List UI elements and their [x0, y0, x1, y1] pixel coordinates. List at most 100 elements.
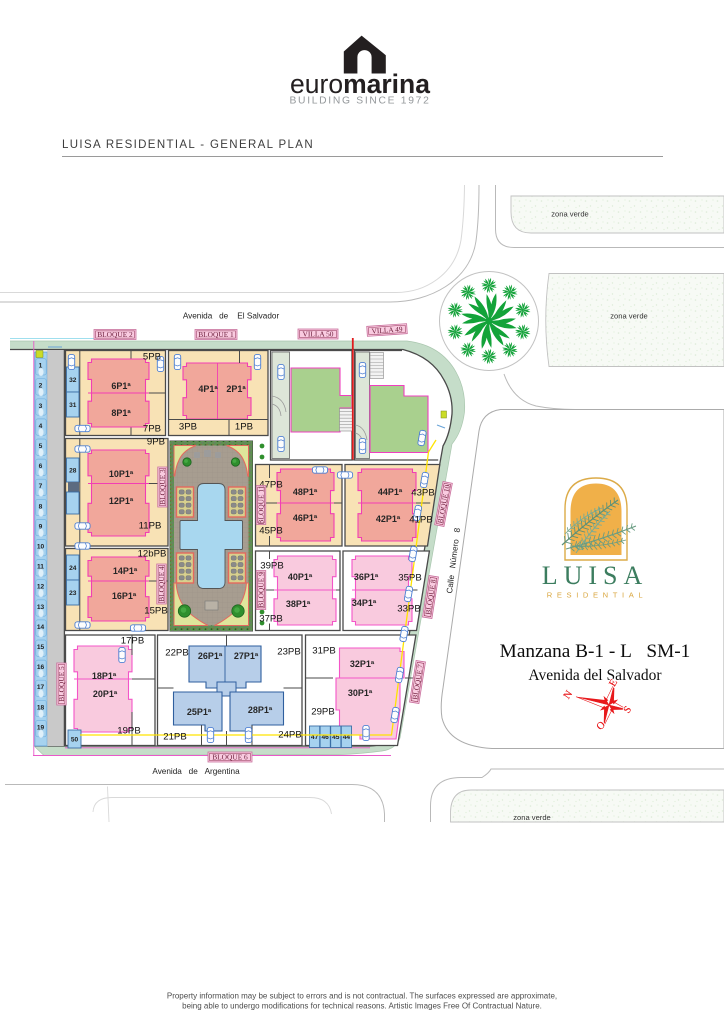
svg-text:10P1ª: 10P1ª [109, 469, 134, 479]
svg-text:Avenida del Salvador: Avenida del Salvador [528, 667, 662, 684]
svg-text:42P1ª: 42P1ª [376, 514, 401, 524]
svg-text:28: 28 [69, 467, 77, 474]
svg-text:being able to undergo modifica: being able to undergo modifications for … [182, 1002, 542, 1011]
svg-text:32: 32 [69, 377, 77, 384]
svg-text:7PB: 7PB [143, 423, 161, 434]
svg-text:euromarina: euromarina [290, 69, 430, 99]
svg-text:8P1ª: 8P1ª [111, 408, 131, 418]
svg-text:E: E [607, 678, 620, 689]
svg-text:21PB: 21PB [163, 731, 186, 742]
svg-text:4P1ª: 4P1ª [198, 384, 218, 394]
svg-text:24PB: 24PB [278, 729, 301, 740]
svg-text:VILLA 50: VILLA 50 [303, 330, 334, 339]
svg-text:16: 16 [37, 664, 45, 671]
svg-text:25P1ª: 25P1ª [187, 707, 212, 717]
svg-text:15: 15 [37, 644, 45, 651]
svg-text:7: 7 [39, 483, 43, 490]
svg-text:18P1ª: 18P1ª [92, 671, 117, 681]
svg-text:31PB: 31PB [312, 645, 335, 656]
svg-text:12: 12 [37, 584, 45, 591]
svg-text:14P1ª: 14P1ª [113, 566, 138, 576]
svg-text:14: 14 [37, 624, 45, 631]
svg-text:18: 18 [37, 704, 45, 711]
svg-text:BLOQUE 3: BLOQUE 3 [158, 469, 167, 505]
svg-text:BUILDING SINCE 1972: BUILDING SINCE 1972 [289, 96, 430, 107]
svg-text:28P1ª: 28P1ª [248, 705, 273, 715]
svg-text:33PB: 33PB [397, 603, 420, 614]
svg-text:35PB: 35PB [398, 572, 421, 583]
svg-text:12bPB: 12bPB [138, 548, 167, 559]
svg-text:11: 11 [37, 564, 44, 571]
svg-text:24: 24 [69, 565, 77, 572]
svg-text:17PB: 17PB [121, 635, 144, 646]
svg-text:22PB: 22PB [165, 647, 188, 658]
svg-text:10: 10 [37, 544, 45, 551]
svg-text:6: 6 [39, 463, 43, 470]
svg-text:zona verde: zona verde [551, 210, 589, 219]
svg-text:1PB: 1PB [235, 421, 253, 432]
svg-text:44: 44 [343, 734, 351, 741]
svg-text:34P1ª: 34P1ª [352, 598, 377, 608]
svg-text:27P1ª: 27P1ª [234, 651, 259, 661]
svg-text:LUISA: LUISA [542, 561, 649, 590]
svg-text:BLOQUE 2: BLOQUE 2 [97, 330, 133, 339]
svg-text:BLOQUE 6: BLOQUE 6 [212, 753, 248, 762]
svg-text:2: 2 [39, 383, 43, 390]
svg-text:19: 19 [37, 724, 45, 731]
svg-text:Avenida de Argentina: Avenida de Argentina [152, 767, 240, 776]
svg-text:40P1ª: 40P1ª [288, 572, 313, 582]
svg-text:11PB: 11PB [139, 520, 162, 531]
svg-text:43PB: 43PB [411, 487, 434, 498]
svg-text:zona verde: zona verde [513, 813, 551, 822]
svg-text:26P1ª: 26P1ª [198, 651, 223, 661]
svg-text:32P1ª: 32P1ª [350, 659, 375, 669]
svg-text:30P1ª: 30P1ª [348, 688, 373, 698]
svg-text:50: 50 [71, 736, 79, 743]
svg-text:48P1ª: 48P1ª [293, 487, 318, 497]
svg-text:8: 8 [39, 503, 43, 510]
svg-text:LUISA RESIDENTIAL - GENERAL PL: LUISA RESIDENTIAL - GENERAL PLAN [62, 139, 314, 151]
svg-text:12P1ª: 12P1ª [109, 496, 134, 506]
svg-text:13: 13 [37, 604, 45, 611]
svg-text:3PB: 3PB [179, 421, 197, 432]
svg-text:45PB: 45PB [259, 525, 282, 536]
svg-text:17: 17 [37, 684, 45, 691]
svg-text:37PB: 37PB [259, 613, 282, 624]
svg-text:19PB: 19PB [117, 725, 140, 736]
svg-text:5: 5 [39, 443, 43, 450]
svg-text:RESIDENTIAL: RESIDENTIAL [547, 591, 647, 600]
svg-text:46: 46 [322, 734, 330, 741]
svg-text:6P1ª: 6P1ª [111, 381, 131, 391]
svg-text:31: 31 [69, 402, 77, 409]
svg-text:39PB: 39PB [260, 560, 283, 571]
svg-text:15PB: 15PB [144, 605, 167, 616]
svg-text:47: 47 [311, 734, 319, 741]
svg-text:9: 9 [39, 523, 43, 530]
svg-text:20P1ª: 20P1ª [93, 689, 118, 699]
svg-text:1: 1 [39, 363, 43, 370]
svg-text:2P1ª: 2P1ª [226, 384, 246, 394]
svg-text:36P1ª: 36P1ª [354, 572, 379, 582]
svg-text:41PB: 41PB [409, 514, 432, 525]
svg-text:9PB: 9PB [147, 436, 165, 447]
svg-text:BLOQUE 4: BLOQUE 4 [157, 566, 166, 602]
svg-text:38P1ª: 38P1ª [286, 599, 311, 609]
svg-text:29PB: 29PB [311, 706, 334, 717]
svg-text:Property information may be su: Property information may be subject to e… [167, 992, 557, 1001]
svg-text:BLOQUE 1: BLOQUE 1 [198, 330, 234, 339]
svg-text:S: S [622, 704, 634, 715]
svg-text:BLOQUE 9: BLOQUE 9 [257, 572, 266, 608]
svg-text:zona verde: zona verde [610, 312, 648, 321]
svg-text:45: 45 [332, 734, 340, 741]
svg-text:16P1ª: 16P1ª [112, 591, 137, 601]
svg-text:Avenida de El Salvador: Avenida de El Salvador [183, 312, 280, 321]
svg-text:4: 4 [39, 423, 43, 430]
svg-text:23: 23 [69, 590, 77, 597]
svg-text:46P1ª: 46P1ª [293, 513, 318, 523]
svg-text:23PB: 23PB [277, 646, 300, 657]
svg-text:BLOQUE 11: BLOQUE 11 [257, 485, 266, 524]
svg-text:47PB: 47PB [259, 479, 282, 490]
svg-text:VILLA 49: VILLA 49 [371, 325, 403, 336]
svg-text:Manzana B-1 - L SM-1: Manzana B-1 - L SM-1 [500, 641, 691, 662]
svg-text:3: 3 [39, 403, 43, 410]
